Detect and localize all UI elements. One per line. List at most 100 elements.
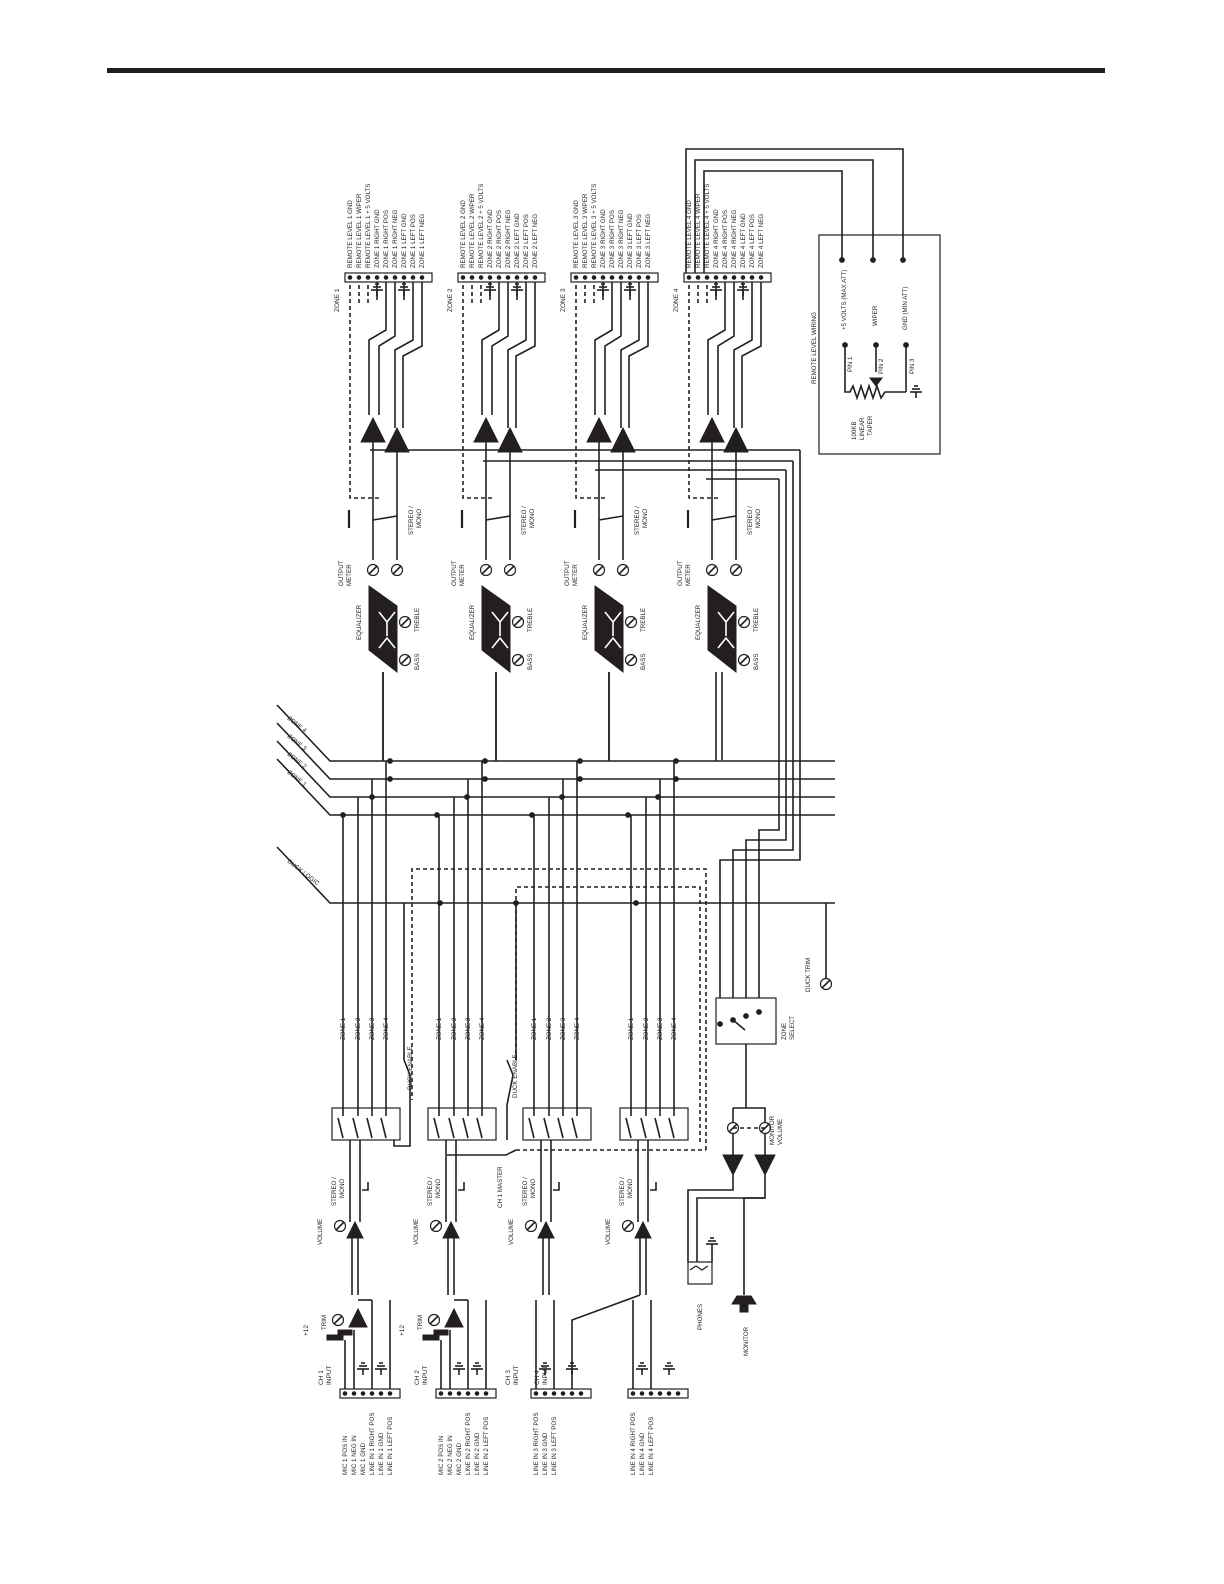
zone-bus-4 — [276, 704, 835, 762]
connector-pin — [369, 1391, 375, 1396]
volume-knob-icon — [429, 1219, 443, 1233]
channel-stereo-mono-label: MONO — [435, 1179, 442, 1198]
connector-pin — [648, 1391, 654, 1396]
connector-pin — [618, 275, 624, 280]
connector-pin — [630, 1391, 636, 1396]
channel-pin-label: LINE IN 2 RIGHT POS — [465, 1413, 472, 1475]
zone-bus-3 — [276, 722, 835, 780]
stereo-mono-switch — [650, 1182, 657, 1191]
connector-pin — [419, 275, 425, 280]
zone-output-label: REMOTE LEVEL 2 WIPER — [469, 193, 476, 268]
monitor-speaker-icon — [731, 1295, 757, 1305]
zone-output-label: ZONE 3 LEFT GND — [627, 213, 634, 268]
knob-pointer — [333, 1315, 343, 1325]
knob-pointer — [392, 565, 402, 575]
junction-dot — [873, 342, 879, 348]
zone-output-strip — [344, 272, 433, 283]
channel-input-label: CH 2 — [414, 1370, 421, 1385]
treble-knob-icon — [624, 615, 638, 629]
duck-enable-switch — [403, 1059, 411, 1076]
stereo-mono-switch — [485, 515, 511, 521]
power-amp-icon — [699, 416, 725, 443]
connector-pin — [533, 1391, 539, 1396]
connector-pin — [356, 275, 362, 280]
zone-output-label: ZONE 4 LEFT NEG — [758, 214, 765, 268]
zone-output-label: REMOTE LEVEL 3 WIPER — [582, 193, 589, 268]
output-meter-label: OUTPUT — [338, 560, 345, 586]
connector-pin — [573, 275, 579, 280]
remote-pin-label: PIN 1 — [847, 356, 854, 372]
output-wire — [733, 300, 753, 428]
stereo-mono-label: MONO — [755, 509, 762, 528]
knob-pointer — [626, 655, 636, 665]
zone-select-box — [715, 997, 777, 1045]
knob-pointer — [739, 655, 749, 665]
zone-assign-switch — [557, 1117, 564, 1139]
output-wire — [604, 300, 622, 415]
connector-pin — [514, 275, 520, 280]
output-meter-label: OUTPUT — [677, 560, 684, 586]
zone-output-label: REMOTE LEVEL 2 + 5 VOLTS — [478, 184, 485, 268]
bus-junction-dot — [482, 758, 488, 764]
output-wire — [628, 300, 649, 428]
zone-select-wire — [758, 479, 780, 1010]
junction-dot — [839, 257, 845, 263]
output-wire — [515, 300, 536, 428]
connector-pin — [465, 1391, 471, 1396]
duck-trim-knob-icon — [819, 977, 833, 991]
connector-pin — [483, 1391, 489, 1396]
connector-pin — [722, 275, 728, 280]
bass-label: BASS — [414, 653, 421, 670]
equalizer-block — [368, 585, 398, 674]
channel-input-label: INPUT — [326, 1365, 333, 1385]
zone-output-label: REMOTE LEVEL 1 GND — [347, 200, 354, 268]
zone-output-label: ZONE 1 LEFT NEG — [419, 214, 426, 268]
remote-level-wire — [349, 285, 381, 499]
potentiometer-icon — [844, 372, 906, 401]
volume-label: VOLUME — [508, 1219, 515, 1245]
plus12-label: +12 — [399, 1325, 406, 1336]
channel-stereo-mono-label: STEREO / — [619, 1177, 626, 1206]
ground-icon — [398, 283, 410, 296]
channel-stereo-mono-label: STEREO / — [522, 1177, 529, 1206]
power-amp-icon — [360, 416, 386, 443]
channel-pin-label: MIC 2 POS IN — [438, 1436, 445, 1475]
connector-pin — [347, 275, 353, 280]
knob-pointer — [707, 565, 717, 575]
knob-pointer — [594, 565, 604, 575]
connector-pin — [578, 1391, 584, 1396]
connector-pin — [460, 275, 466, 280]
power-amp-icon — [610, 426, 636, 453]
zone-output-label: ZONE 3 RIGHT POS — [609, 210, 616, 268]
zone-select-wire — [719, 450, 801, 1010]
ground-icon — [511, 283, 523, 296]
connector-pin — [704, 275, 710, 280]
stereo-mono-switch — [598, 515, 624, 521]
knob-pointer — [431, 1221, 441, 1231]
output-meter-label: METER — [572, 564, 579, 586]
channel-stereo-mono-label: MONO — [627, 1179, 634, 1198]
output-meter-label: OUTPUT — [564, 560, 571, 586]
channel-pin-label: LINE IN 2 GND — [474, 1432, 481, 1475]
stereo-mono-label: STEREO / — [634, 506, 641, 535]
monitor-amp-icon — [722, 1154, 744, 1177]
connector-pin — [758, 275, 764, 280]
ground-icon — [737, 283, 749, 296]
bass-label: BASS — [527, 653, 534, 670]
channel-pin-label: LINE IN 2 LEFT POS — [483, 1417, 490, 1475]
connector-pin — [378, 1391, 384, 1396]
zone-assign-label: ZONE 1 — [628, 1017, 635, 1040]
zone-output-label: ZONE 3 RIGHT GND — [600, 209, 607, 268]
zone-assign-switch — [462, 1117, 469, 1139]
zone-assign-switch — [337, 1117, 344, 1139]
bass-knob-icon — [737, 653, 751, 667]
ground-icon — [910, 385, 922, 398]
zone-assign-switch — [433, 1117, 440, 1139]
channel-input-label: CH 1 — [318, 1370, 325, 1385]
remote-pin-label: PIN 2 — [878, 358, 885, 374]
channel-stereo-mono-label: MONO — [530, 1179, 537, 1198]
stereo-mono-label: MONO — [416, 509, 423, 528]
bass-knob-icon — [624, 653, 638, 667]
output-meter-icon — [503, 563, 517, 577]
connector-pin — [523, 275, 529, 280]
